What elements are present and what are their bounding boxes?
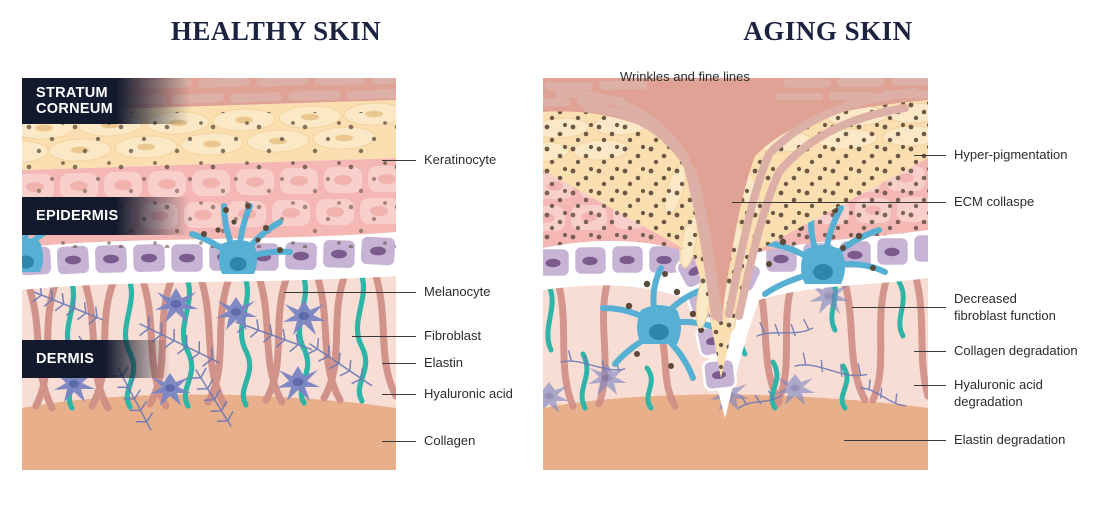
leader-ha-degradation <box>914 385 946 386</box>
panel-healthy-skin: HEALTHY SKIN <box>22 16 513 470</box>
label-elastin: Elastin <box>424 355 464 370</box>
leader-hyaluronic-acid <box>382 394 416 395</box>
leader-hyper-pigmentation <box>914 155 946 156</box>
label-hyper-pigmentation: Hyper-pigmentation <box>954 147 1068 162</box>
label-hyaluronic-acid: Hyaluronic acid <box>424 386 513 401</box>
label-elastin-degradation: Elastin degradation <box>954 432 1066 447</box>
healthy-skin-figure <box>22 78 396 470</box>
badge-stratum-corneum: STRATUM CORNEUM <box>22 78 190 125</box>
page-title-healthy: HEALTHY SKIN <box>170 16 382 46</box>
label-ha-degradation: Hyaluronic acid degradation <box>954 377 1043 409</box>
label-collagen-degradation: Collagen degradation <box>954 343 1078 358</box>
label-melanocyte: Melanocyte <box>424 284 491 299</box>
leader-keratinocyte <box>382 160 416 161</box>
leader-fibroblast <box>352 336 416 337</box>
leader-ecm-collapse <box>732 202 946 203</box>
badge-epidermis: EPIDERMIS <box>22 197 190 236</box>
panel-aging-skin: AGING SKIN <box>543 0 1104 513</box>
page-title-aging: AGING SKIN <box>743 16 913 46</box>
leader-elastin-degradation <box>844 440 946 441</box>
leader-collagen <box>382 441 416 442</box>
leader-collagen-degradation <box>914 351 946 352</box>
label-fibroblast: Fibroblast <box>424 328 482 343</box>
leader-decreased-fibroblast <box>852 307 946 308</box>
label-keratinocyte: Keratinocyte <box>424 152 497 167</box>
badge-dermis: DERMIS <box>22 340 170 379</box>
label-ecm-collapse: ECM collaspe <box>954 194 1035 209</box>
leader-elastin <box>382 363 416 364</box>
label-collagen: Collagen <box>424 433 476 448</box>
label-wrinkles: Wrinkles and fine lines <box>620 69 750 84</box>
aging-skin-figure <box>543 78 928 470</box>
label-decreased-fibroblast: Decreased fibroblast function <box>954 291 1056 323</box>
leader-melanocyte <box>284 292 416 293</box>
